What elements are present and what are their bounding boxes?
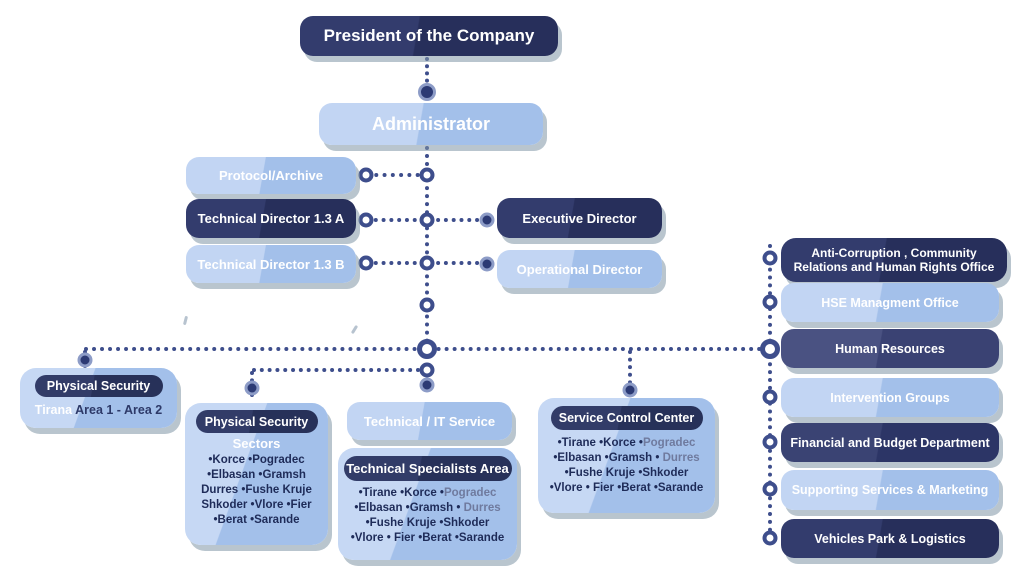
node-president: President of the Company xyxy=(300,16,558,56)
city-line: Shkoder •Vlore •Fier xyxy=(201,499,312,511)
technical-specialists-title: Technical Specialists Area xyxy=(343,456,512,481)
connector-node xyxy=(358,255,374,271)
stray-mark xyxy=(182,315,189,326)
connector-node xyxy=(622,382,638,398)
node-administrator: Administrator xyxy=(319,103,543,145)
connector-node xyxy=(762,250,778,266)
city-line: •Fushe Kruje •Shkoder xyxy=(564,467,689,479)
node-physical-security-areas: Physical Security Tirana Area 1 - Area 2 xyxy=(20,368,177,428)
city-line: •Elbasan •Gramsh xyxy=(207,469,306,481)
connector-line xyxy=(628,350,632,392)
stray-mark xyxy=(350,324,359,335)
connector-node xyxy=(244,380,260,396)
node-executive-director: Executive Director xyxy=(497,198,662,238)
city-line: •Korce •Pogradec xyxy=(208,454,305,466)
connector-node xyxy=(419,377,435,393)
node-operational-director: Operational Director xyxy=(497,250,662,288)
node-financial-budget-department: Financial and Budget Department xyxy=(781,423,999,462)
physical-security-areas-title: Physical Security xyxy=(34,375,163,397)
city-line: •Berat •Sarande xyxy=(213,514,300,526)
node-service-control-center: Service Control Center •Tirane •Korce •P… xyxy=(538,398,715,513)
city-line: •Elbasan •Gramsh • Durres xyxy=(553,452,700,464)
city-line: •Vlore • Fier •Berat •Sarande xyxy=(549,482,704,494)
node-technical-director-b: Technical Director 1.3 B xyxy=(186,245,356,283)
node-technical-it-service: Technical / IT Service xyxy=(347,402,512,440)
node-protocol-archive: Protocol/Archive xyxy=(186,157,356,194)
city-line: •Vlore • Fier •Berat •Sarande xyxy=(350,532,505,544)
area-city-label: Tirana xyxy=(34,403,73,417)
connector-node xyxy=(419,297,435,313)
node-vehicles-park-logistics: Vehicles Park & Logistics xyxy=(781,519,999,558)
city-line: Durres •Fushe Kruje xyxy=(201,484,312,496)
connector-node xyxy=(762,389,778,405)
connector-node xyxy=(419,167,435,183)
connector-node xyxy=(479,256,495,272)
node-technical-director-a: Technical Director 1.3 A xyxy=(186,199,356,238)
node-anti-corruption-office: Anti-Corruption , Community Relations an… xyxy=(781,238,1007,282)
connector-node xyxy=(417,339,437,359)
connector-node xyxy=(358,212,374,228)
area-range-label: Area 1 - Area 2 xyxy=(75,403,163,417)
connector-line xyxy=(425,57,429,97)
connector-node xyxy=(762,481,778,497)
node-supporting-services-marketing: Supporting Services & Marketing xyxy=(781,470,999,510)
connector-line xyxy=(252,368,428,372)
sectors-subtitle: Sectors xyxy=(232,436,281,451)
sectors-city-list: •Korce •Pogradec •Elbasan •Gramsh Durres… xyxy=(201,453,312,528)
connector-node xyxy=(419,362,435,378)
connector-node xyxy=(762,294,778,310)
node-human-resources: Human Resources xyxy=(781,329,999,368)
city-line: •Elbasan •Gramsh • Durres xyxy=(354,502,501,514)
city-line: •Tirane •Korce •Pogradec xyxy=(557,437,696,449)
connector-node xyxy=(762,530,778,546)
connector-node xyxy=(479,212,495,228)
connector-line xyxy=(366,173,428,177)
node-intervention-groups: Intervention Groups xyxy=(781,378,999,417)
service-control-city-list: •Tirane •Korce •Pogradec •Elbasan •Grams… xyxy=(550,436,704,496)
node-physical-security-sectors: Physical Security Sectors •Korce •Pograd… xyxy=(185,403,328,545)
connector-node xyxy=(77,352,93,368)
physical-security-areas-line: Tirana Area 1 - Area 2 xyxy=(35,403,162,417)
connector-node xyxy=(418,83,436,101)
connector-node xyxy=(760,339,780,359)
node-hse-management-office: HSE Managment Office xyxy=(781,283,999,322)
specialists-city-list: •Tirane •Korce •Pogradec •Elbasan •Grams… xyxy=(351,486,505,546)
connector-node xyxy=(419,255,435,271)
connector-node xyxy=(419,212,435,228)
connector-node xyxy=(358,167,374,183)
connector-node xyxy=(762,434,778,450)
node-technical-specialists-area: Technical Specialists Area •Tirane •Korc… xyxy=(338,448,517,560)
physical-security-sectors-title: Physical Security xyxy=(195,410,318,433)
city-line: •Tirane •Korce •Pogradec xyxy=(358,487,497,499)
city-line: •Fushe Kruje •Shkoder xyxy=(365,517,490,529)
service-control-title: Service Control Center xyxy=(550,406,703,430)
